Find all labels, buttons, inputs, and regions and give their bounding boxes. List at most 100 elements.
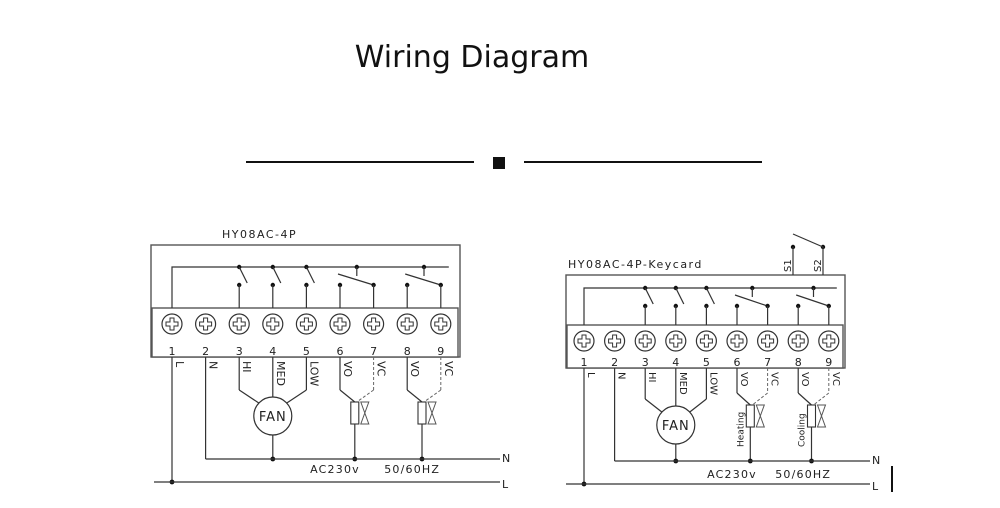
terminal-number: 9 [825,356,832,369]
screw-cross-icon [730,334,744,348]
screw-cross-icon [822,334,836,348]
wire-label: VC [375,361,388,377]
fan-low-wire [689,398,707,413]
wire-label: VO [738,372,749,387]
wire-label: N [616,372,627,379]
live-line-label: L [872,480,879,493]
terminal-number: 6 [734,356,741,369]
relay-switch-blade [705,287,715,305]
terminal-4: 4 [262,313,284,358]
wire-label: VC [442,361,455,377]
model-label: HY08AC-4P-Keycard [568,258,703,271]
screw-cross-icon [608,334,622,348]
terminal-2: 2 [603,330,626,369]
screw-cross-icon [791,334,805,348]
screw-cross-icon [367,317,381,331]
valve-open-wire [736,392,751,406]
supply-frequency-label: 50/60HZ [775,468,831,481]
terminal-8: 8 [396,313,418,358]
terminal-3: 3 [634,330,656,369]
valve-body-icon [427,401,437,425]
screw-cross-icon [299,317,313,331]
keycard-switch-blade [792,233,824,248]
valve-close-wire [356,389,374,403]
valve-open-wire [339,389,356,403]
valve-actuator-icon [745,404,755,428]
wire-label: LOW [307,361,320,386]
valve-body-icon [755,404,766,428]
terminal-number: 2 [202,345,209,358]
changeover-blade [796,294,829,307]
live-line-label: L [502,478,509,491]
supply-voltage-label: AC230v [707,468,757,481]
screw-cross-icon [165,317,179,331]
screw-cross-icon [669,334,683,348]
screw-cross-icon [266,317,280,331]
keycard-s2-label: S2 [813,259,824,272]
fan-label: FAN [662,419,690,434]
relay-switch-blade [238,266,248,284]
screw-cross-icon [434,317,448,331]
changeover-blade [734,294,768,307]
terminal-number: 5 [703,356,710,369]
valve-actuator-icon [417,401,427,425]
divider-line-left [246,161,474,163]
valve-label: Cooling [798,413,808,447]
wire-label: VO [408,361,421,377]
terminal-5: 5 [695,330,718,369]
valve-body-icon [816,404,827,428]
wire-label: L [585,372,596,378]
screw-cross-icon [699,334,713,348]
terminal-number: 3 [642,356,649,369]
fan-hi-wire [644,398,663,413]
valve-label: Heating [736,412,746,447]
terminal-number: 8 [404,345,411,358]
terminal-9: 9 [818,330,840,369]
terminal-number: 1 [581,356,588,369]
wire-label: MED [274,361,287,386]
wire-label: N [207,361,220,369]
terminal-number: 2 [611,356,618,369]
terminal-6: 6 [329,313,351,358]
screw-cross-icon [577,334,591,348]
supply-frequency-label: 50/60HZ [384,463,440,476]
fan-low-wire [286,389,307,404]
relay-switch-blade [675,287,685,305]
terminal-4: 4 [665,330,687,369]
wire-label: HI [240,361,253,373]
screw-cross-icon [333,317,347,331]
changeover-blade [405,273,441,286]
terminal-number: 7 [764,356,771,369]
changeover-blade [337,273,374,286]
terminal-3: 3 [228,313,250,358]
terminal-number: 8 [795,356,802,369]
neutral-line-label: N [872,454,880,467]
valve-open-wire [797,392,812,406]
terminal-number: 4 [672,356,679,369]
terminal-number: 9 [437,345,444,358]
terminal-2: 2 [195,313,217,358]
terminal-1: 1 [161,313,183,358]
terminal-number: 3 [236,345,243,358]
relay-switch-blade [272,266,282,284]
screw-cross-icon [400,317,414,331]
terminal-number: 7 [370,345,377,358]
screw-cross-icon [199,317,213,331]
valve-actuator-icon [350,401,360,425]
terminal-number: 5 [303,345,310,358]
relay-switch-blade [644,287,654,305]
wire-label: MED [677,372,688,395]
model-label: HY08AC-4P [222,228,297,241]
terminal-7: 7 [756,330,779,369]
supply-voltage-label: AC230v [310,463,360,476]
fan-hi-wire [238,389,260,404]
fan-label: FAN [259,410,287,425]
keycard-s1-label: S1 [783,259,794,272]
terminal-8: 8 [787,330,809,369]
terminal-9: 9 [430,313,452,358]
page-title: Wiring Diagram [354,40,590,75]
terminal-number: 1 [169,345,176,358]
valve-actuator-icon [806,404,817,428]
divider-square-icon [493,157,505,169]
